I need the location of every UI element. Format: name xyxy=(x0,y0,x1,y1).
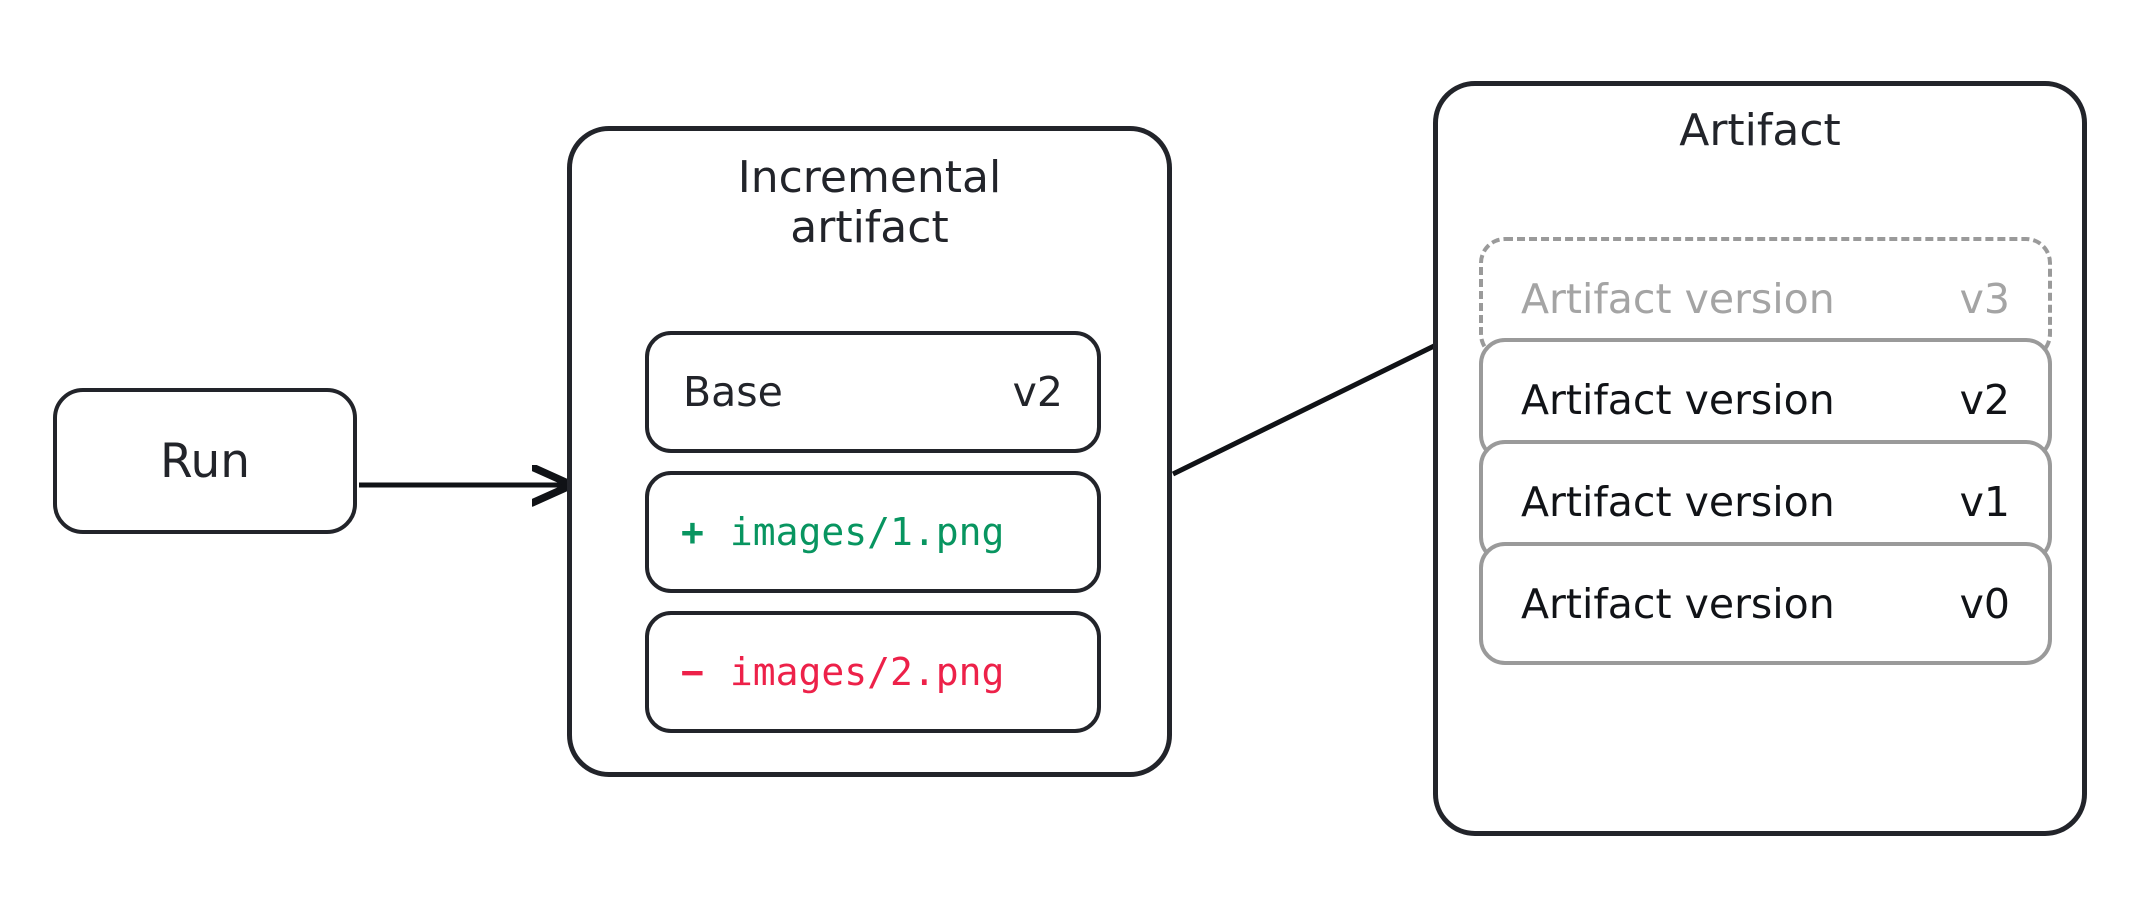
base-row[interactable]: Base v2 xyxy=(645,331,1101,453)
artifact-version-label-v3: Artifact version xyxy=(1521,274,1835,323)
base-row-label: Base xyxy=(683,368,783,416)
incremental-artifact-node[interactable]: Incremental artifact Base v2 + images/1.… xyxy=(567,126,1172,777)
added-file-path: images/1.png xyxy=(729,510,1005,554)
artifact-version-label-v0: Artifact version xyxy=(1521,579,1835,628)
run-label: Run xyxy=(159,433,251,489)
artifact-version-label-v2: Artifact version xyxy=(1521,375,1835,424)
removed-file-path: images/2.png xyxy=(729,650,1005,694)
artifact-version-value-v2: v2 xyxy=(1959,375,2010,424)
change-row-added[interactable]: + images/1.png xyxy=(645,471,1101,593)
artifact-version-label-v1: Artifact version xyxy=(1521,477,1835,526)
artifact-node[interactable]: Artifact Artifact version v3 Artifact ve… xyxy=(1433,81,2087,836)
artifact-version-row-v0[interactable]: Artifact version v0 xyxy=(1479,542,2052,665)
incremental-artifact-title-line1: Incremental xyxy=(737,152,1002,203)
change-row-removed[interactable]: − images/2.png xyxy=(645,611,1101,733)
artifact-version-value-v0: v0 xyxy=(1959,579,2010,628)
run-node[interactable]: Run xyxy=(53,388,357,534)
removed-sign-icon: − xyxy=(681,650,704,694)
artifact-version-value-v3: v3 xyxy=(1959,274,2010,323)
artifact-version-value-v1: v1 xyxy=(1959,477,2010,526)
base-row-version: v2 xyxy=(1012,368,1063,416)
added-sign-icon: + xyxy=(681,510,704,554)
incremental-artifact-title: Incremental artifact xyxy=(572,152,1167,254)
artifact-title: Artifact xyxy=(1679,105,1841,156)
incremental-artifact-title-line2: artifact xyxy=(790,202,949,254)
